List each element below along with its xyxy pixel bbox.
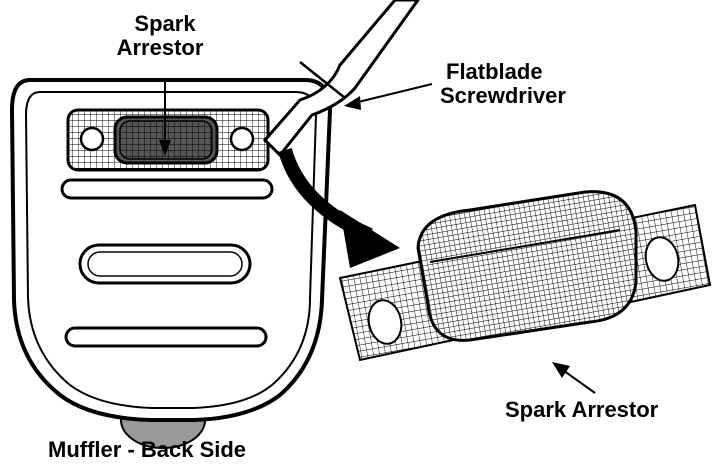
spark-arrestor-bottom-leader <box>552 362 596 394</box>
spark-arrestor-top-leader <box>159 82 171 156</box>
screwdriver-line1: Flatblade <box>446 59 543 84</box>
removal-arrow <box>278 147 400 268</box>
muffler-slot-lower <box>64 326 268 348</box>
muffler-slot-upper <box>60 178 274 200</box>
muffler-slot-middle <box>78 243 252 285</box>
screwdriver-leader <box>344 83 433 110</box>
spark-arrestor-top-label: Spark Arrestor <box>117 11 210 60</box>
removed-spark-arrestor <box>338 190 712 362</box>
spark-arrestor-top-line2: Arrestor <box>116 35 204 60</box>
installed-spark-arrestor <box>66 108 270 172</box>
screwdriver-label: Flatblade Screwdriver <box>440 60 566 108</box>
screwdriver <box>262 0 420 158</box>
spark-arrestor-bottom-label: Spark Arrestor <box>505 397 659 422</box>
muffler-caption: Muffler - Back Side <box>48 437 247 462</box>
spark-arrestor-top-line1: Spark <box>134 11 196 36</box>
screwdriver-line2: Screwdriver <box>440 83 566 108</box>
